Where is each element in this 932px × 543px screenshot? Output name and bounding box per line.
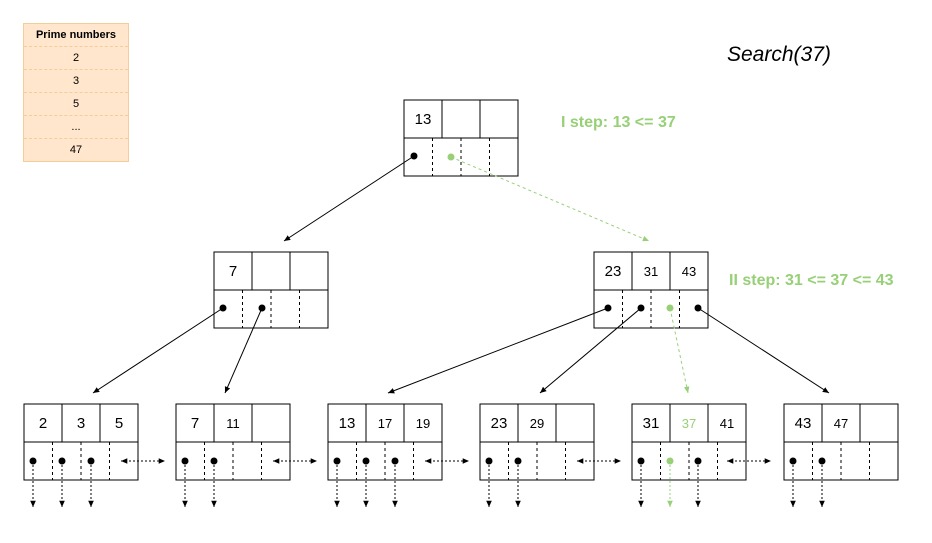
node-key: 13 <box>415 111 432 128</box>
pointer-dot <box>666 457 674 465</box>
node-key: 5 <box>115 415 123 432</box>
legend-row: 5 <box>24 92 128 115</box>
node-key: 3 <box>77 415 85 432</box>
node-key: 31 <box>643 415 660 432</box>
pointer-dot <box>219 304 227 312</box>
leaf-node-2: 7 11 <box>175 403 291 481</box>
pointer-dot <box>694 457 702 465</box>
leaf-node-3: 13 17 19 <box>327 403 443 481</box>
node-key: 23 <box>605 263 622 280</box>
pointer-dot <box>666 304 674 312</box>
pointer-arrow <box>224 307 263 394</box>
node-key: 7 <box>191 415 199 432</box>
pointer-arrow <box>92 307 224 394</box>
leaf-node-4: 23 29 <box>479 403 595 481</box>
step-2-label: II step: 31 <= 37 <= 43 <box>729 272 894 289</box>
prime-numbers-table: Prime numbers 2 3 5 ... 47 <box>23 23 129 162</box>
search-path-arrow <box>669 307 690 394</box>
pointer-arrow <box>387 307 609 394</box>
pointer-dot <box>637 304 645 312</box>
legend-row: ... <box>24 115 128 138</box>
pointer-dot <box>181 457 189 465</box>
pointer-dot <box>447 153 455 161</box>
pointer-dot <box>694 304 702 312</box>
pointer-dot <box>362 457 370 465</box>
diagram-title: Search(37) <box>727 43 831 66</box>
pointer-dot <box>818 457 826 465</box>
pointer-dot <box>391 457 399 465</box>
pointer-dot <box>604 304 612 312</box>
node-key: 41 <box>720 416 734 431</box>
node-key: 43 <box>682 264 696 279</box>
internal-node-left: 7 <box>213 251 329 329</box>
legend-row: 3 <box>24 69 128 92</box>
node-key: 31 <box>644 264 658 279</box>
search-path-arrow <box>450 156 650 242</box>
pointer-arrow <box>697 307 830 394</box>
internal-node-right: 23 31 43 <box>593 251 709 329</box>
node-key: 19 <box>416 416 430 431</box>
node-key: 13 <box>339 415 356 432</box>
node-key: 2 <box>39 415 47 432</box>
pointer-dot <box>637 457 645 465</box>
pointer-dot <box>410 152 418 160</box>
pointer-arrow <box>539 307 642 394</box>
root-node: 13 <box>403 99 519 177</box>
pointer-dot <box>87 457 95 465</box>
node-key: 29 <box>530 416 544 431</box>
node-key: 17 <box>378 416 392 431</box>
pointer-dot <box>58 457 66 465</box>
node-key: 43 <box>795 415 812 432</box>
node-key: 47 <box>834 416 848 431</box>
pointer-dot <box>210 457 218 465</box>
node-key: 11 <box>226 416 240 431</box>
legend-title: Prime numbers <box>35 29 117 41</box>
node-key: 37 <box>682 416 696 431</box>
pointer-dot <box>485 457 493 465</box>
pointer-dot <box>258 304 266 312</box>
pointer-dot <box>514 457 522 465</box>
leaf-node-1: 2 3 5 <box>23 403 139 481</box>
leaf-node-6: 43 47 <box>783 403 899 481</box>
legend-row: 47 <box>24 138 128 161</box>
leaf-node-5: 31 37 41 <box>631 403 747 481</box>
pointer-dot <box>789 457 797 465</box>
pointer-dot <box>29 457 37 465</box>
node-key: 23 <box>491 415 508 432</box>
pointer-arrow <box>283 155 415 242</box>
pointer-dot <box>333 457 341 465</box>
step-1-label: I step: 13 <= 37 <box>561 114 676 131</box>
node-key: 7 <box>229 263 237 280</box>
legend-row: 2 <box>24 46 128 69</box>
